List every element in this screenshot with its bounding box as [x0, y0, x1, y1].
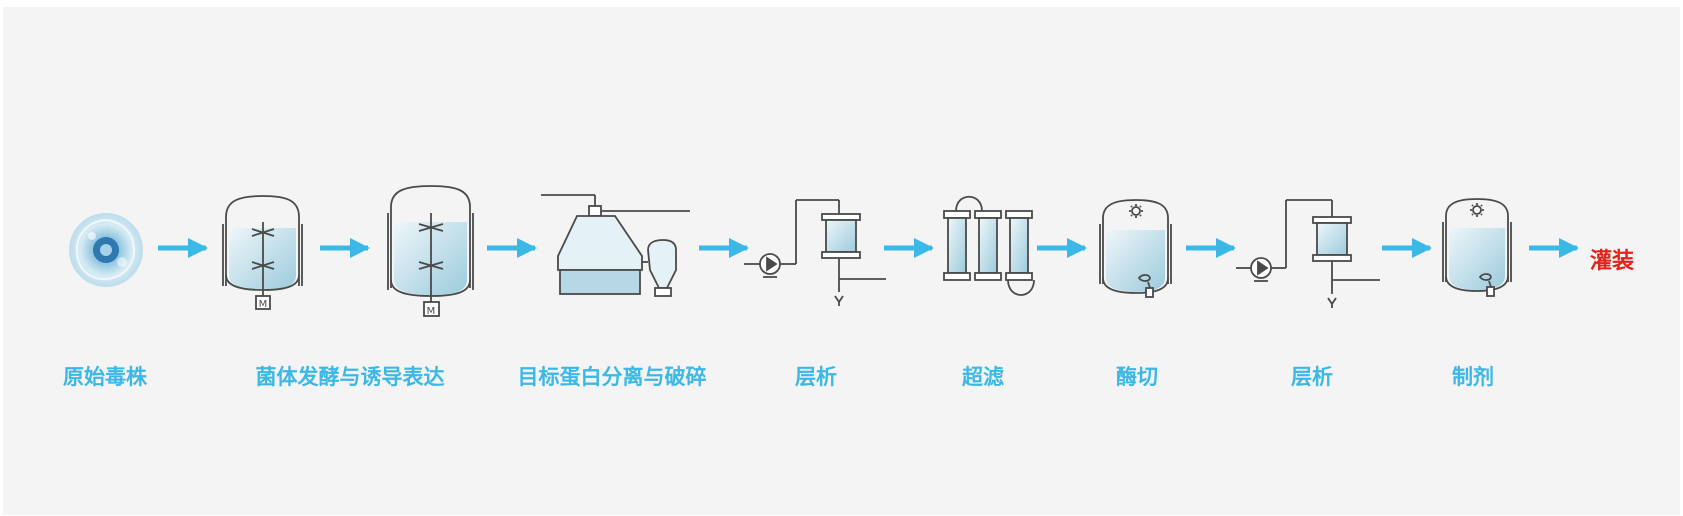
step-label-enzyme-cleavage: 酶切	[1116, 365, 1158, 389]
enzyme-reactor-icon	[1099, 199, 1172, 298]
process-flow-diagram: M M	[3, 7, 1680, 515]
virus-strain-icon	[69, 213, 143, 287]
step-label-chromatography: 层析	[795, 365, 837, 389]
ultrafiltration-icon	[943, 195, 1035, 296]
step-label-separation: 目标蛋白分离与破碎	[517, 365, 707, 389]
centrifuge-separator-icon	[541, 194, 690, 297]
step-label-original-strain: 原始毒株	[63, 365, 147, 389]
step-label-ultrafiltration: 超滤	[962, 365, 1004, 389]
fermenter-icon	[222, 195, 303, 310]
step-label-formulation: 制剂	[1452, 365, 1494, 389]
step-label-filling: 灌装	[1590, 249, 1635, 274]
step-label-chromatography-2: 层析	[1291, 365, 1333, 389]
step-label-fermentation: 菌体发酵与诱导表达	[255, 365, 445, 389]
fermenter-icon	[387, 185, 474, 317]
diagram-svg: M M	[69, 185, 1579, 317]
motor-label: M	[259, 299, 268, 310]
chromatography-column-icon	[1236, 199, 1380, 308]
chromatography-column-icon	[744, 199, 886, 306]
formulation-tank-icon	[1442, 198, 1512, 297]
motor-label: M	[427, 306, 436, 317]
